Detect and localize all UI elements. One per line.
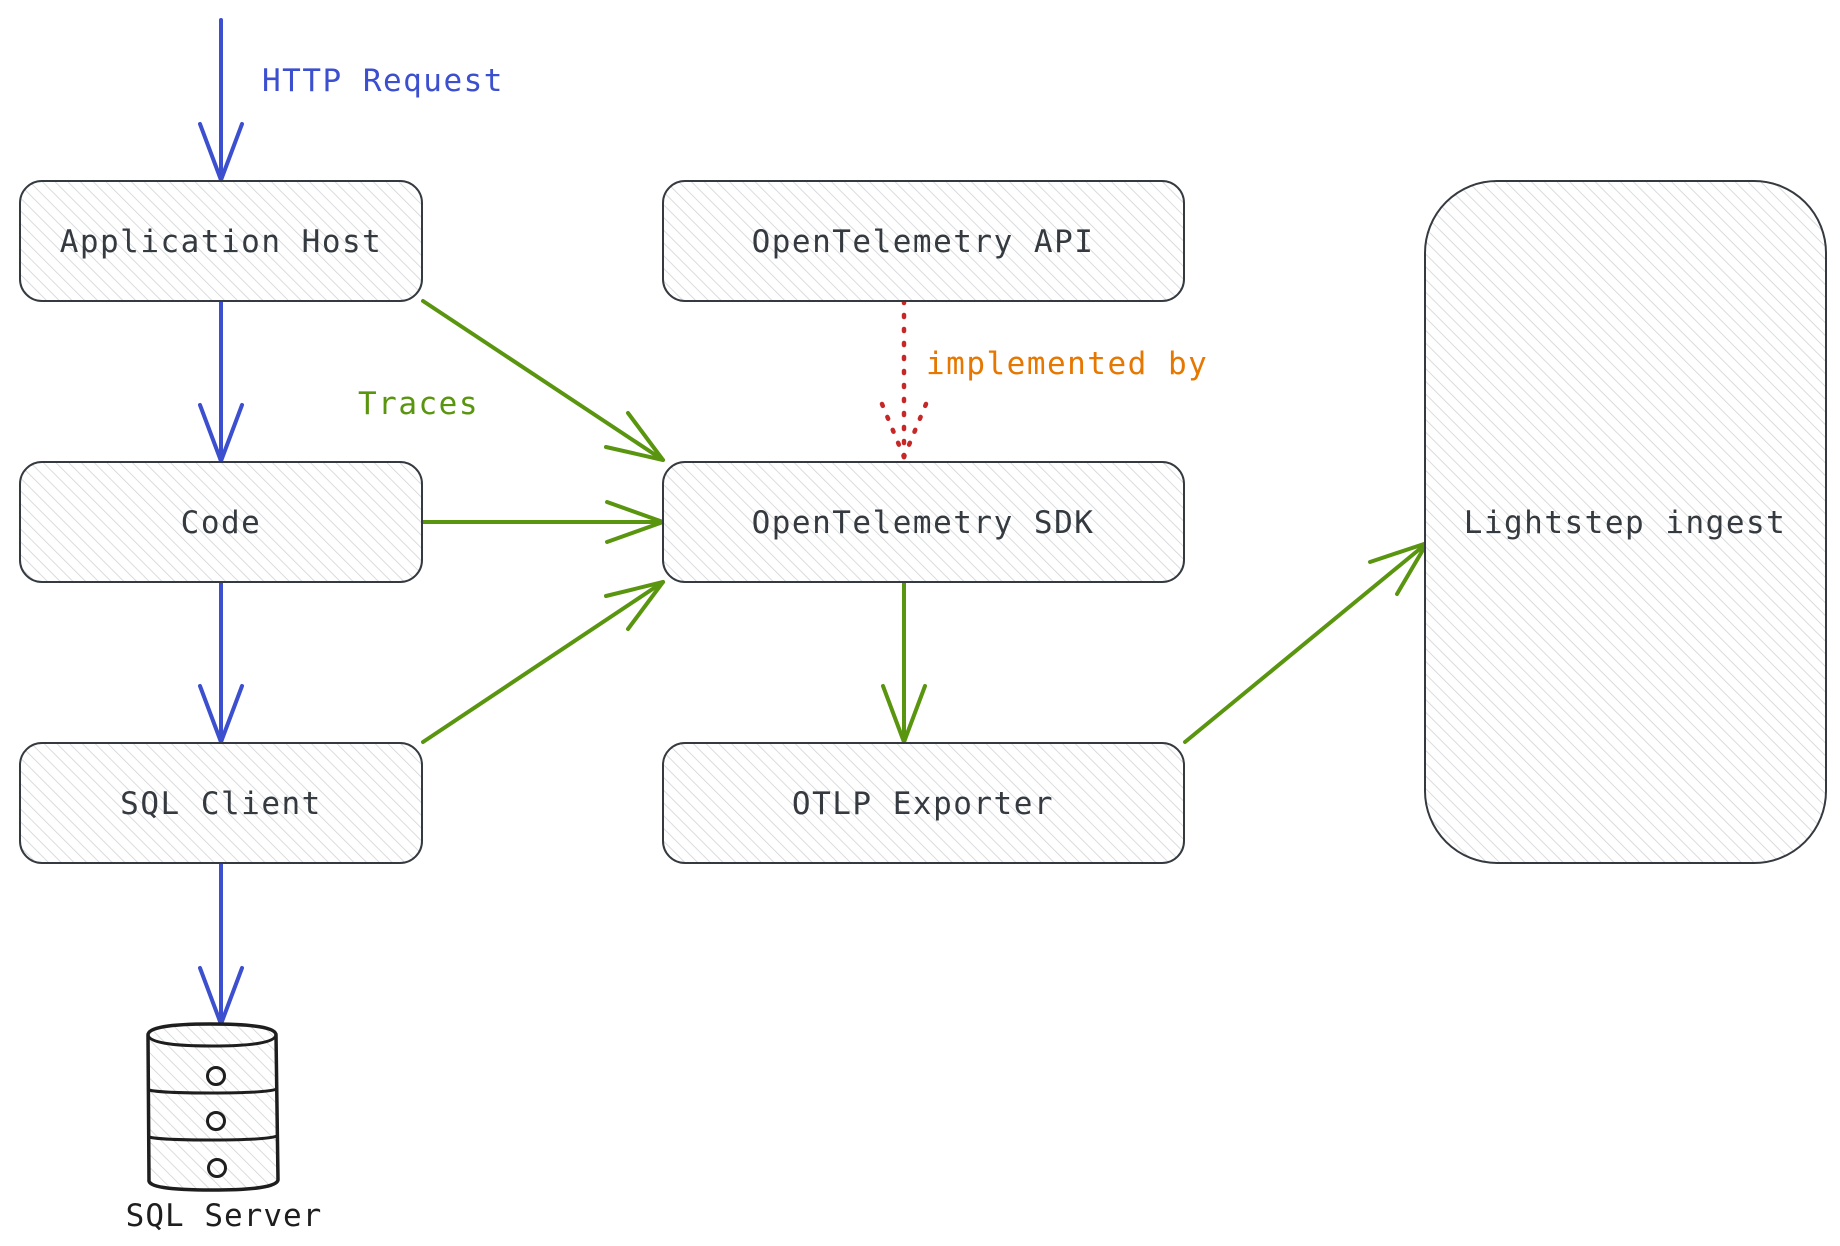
- http-request-label: HTTP Request: [262, 63, 504, 99]
- code-to-sqlclient-arrow: [198, 580, 244, 744]
- application-host-box: Application Host: [19, 180, 423, 302]
- code-box: Code: [19, 461, 423, 583]
- http-request-arrow: [198, 18, 244, 182]
- code-label: Code: [181, 505, 262, 541]
- host-to-sdk-traces-arrow: [421, 299, 665, 462]
- implemented-by-label: implemented by: [926, 346, 1208, 382]
- sql-client-box: SQL Client: [19, 742, 423, 864]
- implemented-by-arrow: [879, 298, 929, 460]
- sdk-to-exporter-arrow: [881, 580, 927, 744]
- exporter-to-lightstep-arrow: [1183, 541, 1429, 744]
- otel-sdk-box: OpenTelemetry SDK: [662, 461, 1185, 583]
- otlp-exporter-label: OTLP Exporter: [792, 786, 1054, 822]
- host-to-code-arrow: [198, 299, 244, 463]
- sqlclient-to-sdk-traces-arrow: [421, 580, 665, 744]
- otlp-exporter-box: OTLP Exporter: [662, 742, 1185, 864]
- otel-api-label: OpenTelemetry API: [752, 224, 1095, 260]
- code-to-sdk-traces-arrow: [421, 500, 665, 544]
- application-host-label: Application Host: [60, 224, 383, 260]
- lightstep-ingest-label: Lightstep ingest: [1464, 505, 1787, 541]
- sqlclient-to-sqlserver-arrow: [198, 862, 244, 1026]
- database-icon: [146, 1022, 280, 1192]
- lightstep-ingest-box: Lightstep ingest: [1424, 180, 1827, 864]
- otel-api-box: OpenTelemetry API: [662, 180, 1185, 302]
- otel-sdk-label: OpenTelemetry SDK: [752, 505, 1095, 541]
- sql-server-label: SQL Server: [126, 1198, 323, 1234]
- sql-client-label: SQL Client: [120, 786, 322, 822]
- traces-label: Traces: [358, 386, 479, 422]
